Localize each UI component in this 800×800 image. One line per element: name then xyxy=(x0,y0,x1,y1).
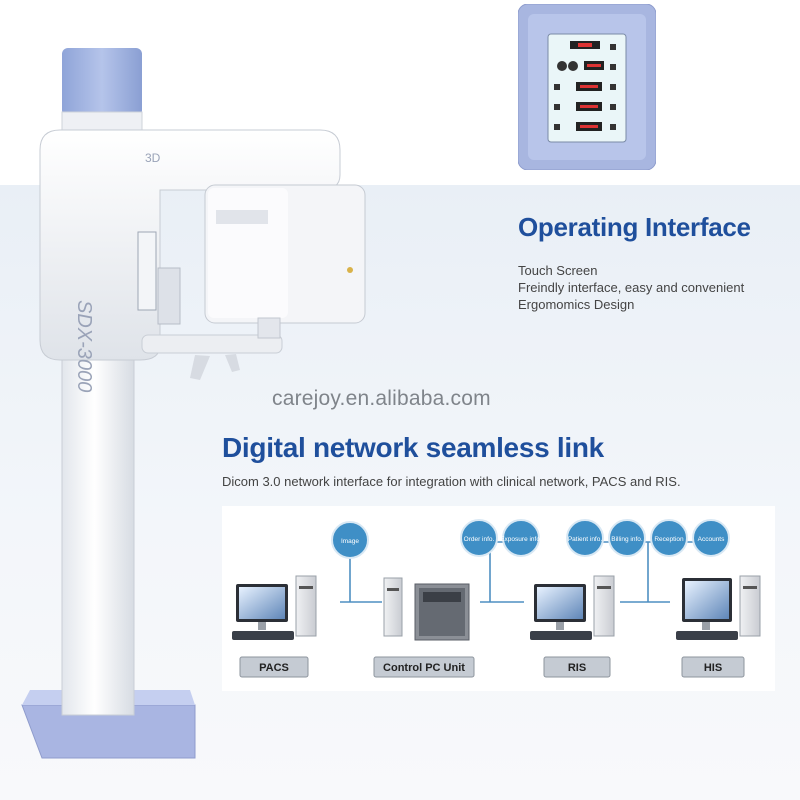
label-box xyxy=(543,656,611,678)
bubble-patient-info xyxy=(566,519,604,557)
network-diagram: Image Order info. Exposure info. Patient… xyxy=(222,506,775,691)
bubble-order-info xyxy=(460,519,498,557)
feature-line: Touch Screen xyxy=(518,263,598,278)
operating-interface-features: Touch Screen Freindly interface, easy an… xyxy=(518,262,744,313)
node-label-pacs: PACS xyxy=(259,662,289,674)
bubble-exposure-info xyxy=(502,519,540,557)
watermark-text: carejoy.en.alibaba.com xyxy=(272,387,491,410)
feature-line: Ergomomics Design xyxy=(518,297,635,312)
bubble-label: Accounts xyxy=(698,536,725,543)
bubble-label: Billing info. xyxy=(611,536,643,543)
label-box xyxy=(239,656,309,678)
label-box xyxy=(373,656,475,678)
bubble-billing-info xyxy=(608,519,646,557)
bubble-label: Patient info. xyxy=(568,536,603,543)
bubble-label: Reception xyxy=(654,536,684,543)
ris-workstation-icon xyxy=(530,575,615,640)
bubble-reception xyxy=(650,519,688,557)
info-bubbles: Image Order info. Exposure info. Patient… xyxy=(331,519,730,559)
feature-line: Freindly interface, easy and convenient xyxy=(518,280,745,295)
bubble-label: Image xyxy=(341,538,359,545)
xray-machine-image: SDX-3000 3D xyxy=(21,48,366,759)
bubble-image xyxy=(331,521,369,559)
bubble-label: Exposure info. xyxy=(500,536,542,543)
network-title: Digital network seamless link xyxy=(222,432,604,463)
node-label-his: HIS xyxy=(704,662,722,674)
node-label-control-pc: Control PC Unit xyxy=(383,662,465,674)
network-description: Dicom 3.0 network interface for integrat… xyxy=(222,474,681,489)
node-labels: PACS Control PC Unit RIS HIS xyxy=(239,656,745,678)
touch-panel-image xyxy=(518,4,656,170)
node-label-ris: RIS xyxy=(568,662,586,674)
pacs-workstation-icon xyxy=(232,575,317,640)
control-pc-unit-icon xyxy=(383,577,470,641)
his-workstation-icon xyxy=(676,575,761,640)
operating-interface-title: Operating Interface xyxy=(518,212,751,242)
label-box xyxy=(681,656,745,678)
machine-badge-text: 3D xyxy=(145,151,161,165)
bubble-label: Order info. xyxy=(464,536,495,543)
bubble-accounts xyxy=(692,519,730,557)
machine-brand-text: SDX-3000 xyxy=(73,300,95,392)
